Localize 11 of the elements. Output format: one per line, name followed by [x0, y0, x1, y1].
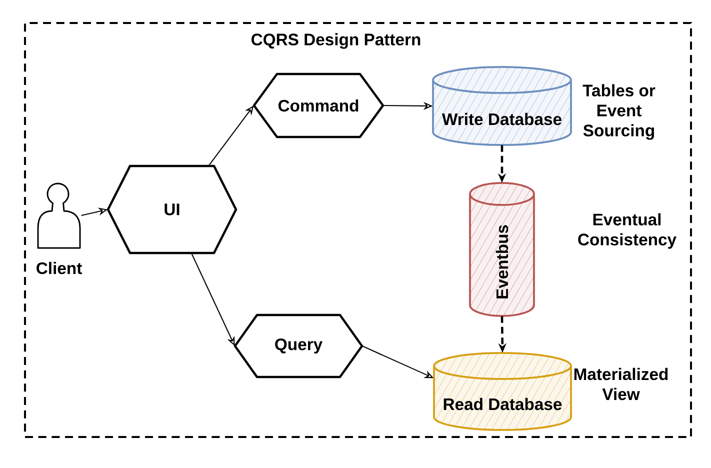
frame-label: CQRS Design Pattern	[252, 33, 420, 49]
annotation-text: Materialized View	[574, 368, 668, 400]
hexagon-node: UI	[106, 164, 238, 254]
hexagon-node: Command	[252, 72, 384, 138]
database-cylinder: Eventbus	[469, 182, 535, 317]
database-cylinder: Write Database	[432, 66, 572, 146]
hexagon-node: Query	[234, 314, 364, 378]
database-cylinder: Read Database	[433, 352, 572, 431]
annotation-text: Eventual Consistency	[578, 213, 676, 249]
node-label: Client	[36, 262, 82, 274]
annotation-text: Tables or Event Sourcing	[582, 84, 656, 140]
